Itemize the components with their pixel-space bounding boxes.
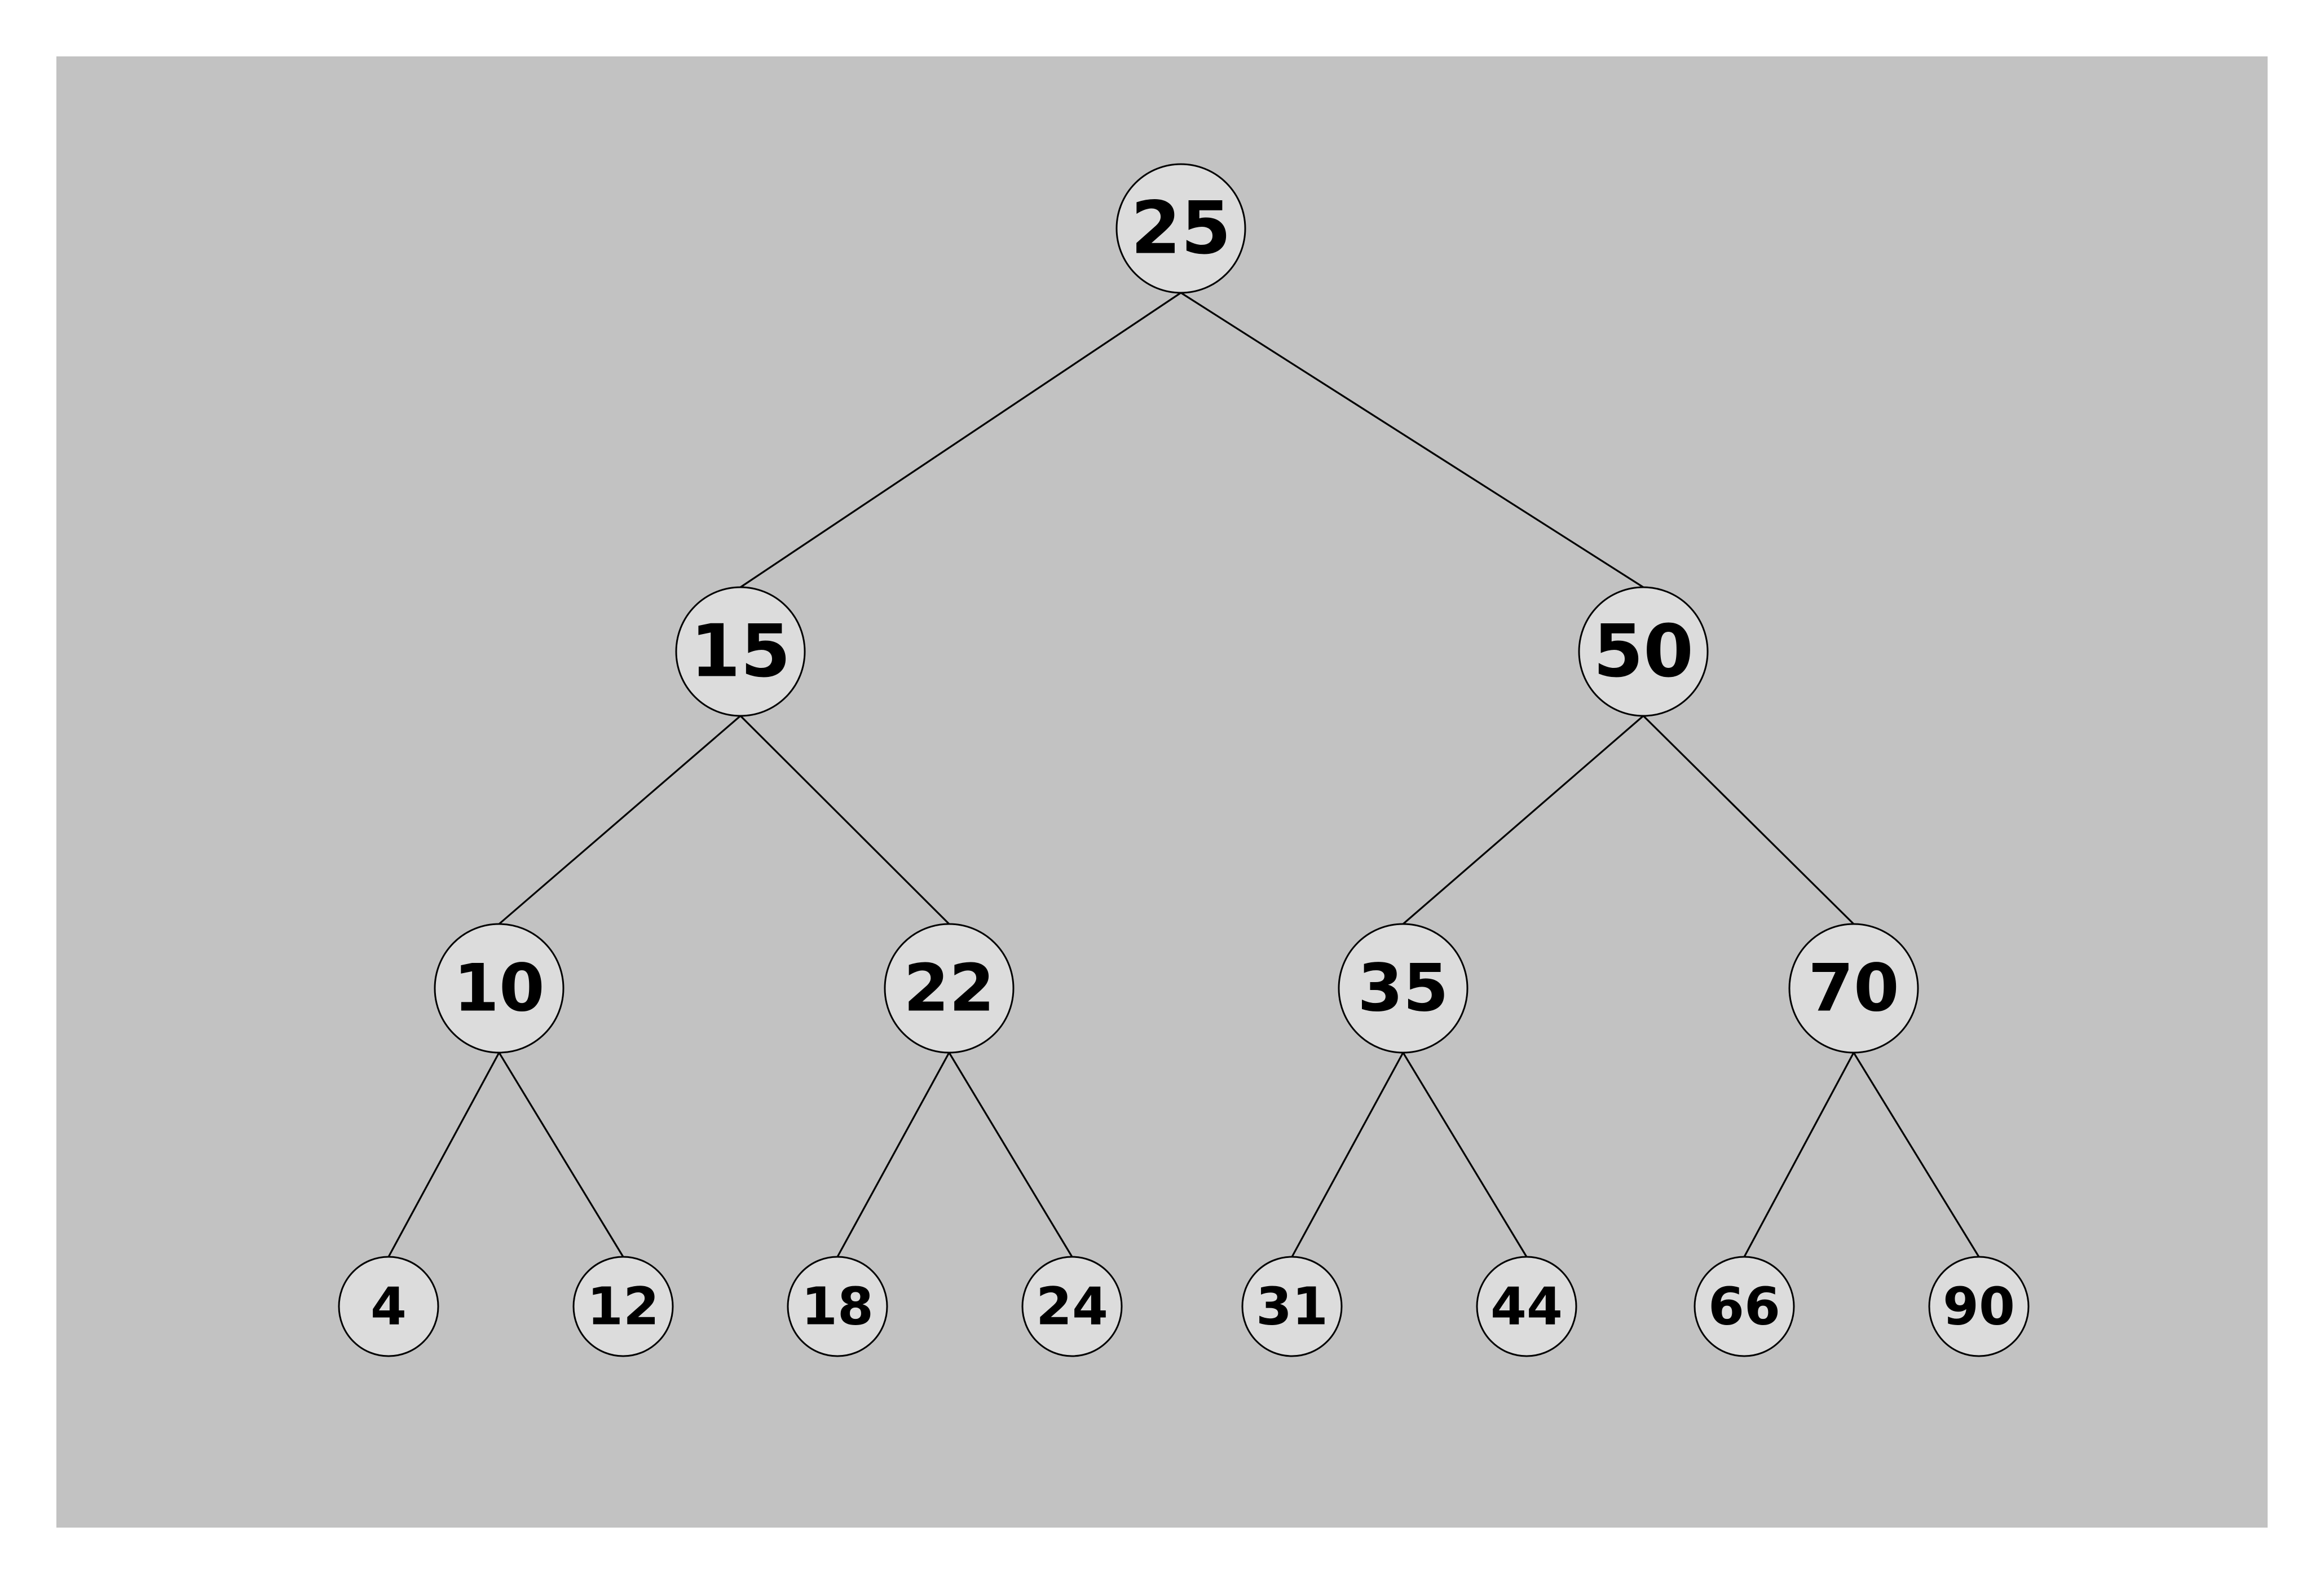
tree-node-90: 90 (1928, 1256, 2030, 1357)
node-label-31: 31 (1256, 1277, 1328, 1337)
edge-35-31 (1291, 1052, 1404, 1257)
edge-10-12 (498, 1052, 624, 1257)
node-circle-18 (787, 1256, 888, 1357)
node-circle-15 (675, 586, 806, 717)
node-label-70: 70 (1808, 951, 1899, 1027)
edge-22-18 (836, 1052, 950, 1257)
node-circle-90 (1928, 1256, 2030, 1357)
tree-edges (387, 292, 1980, 1257)
node-circle-70 (1788, 923, 1919, 1054)
node-circle-22 (884, 923, 1015, 1054)
tree-node-25: 25 (1115, 163, 1246, 294)
tree-node-4: 4 (338, 1256, 439, 1357)
node-circle-50 (1578, 586, 1709, 717)
edge-15-22 (739, 715, 950, 925)
tree-nodes: 25 15 50 10 22 35 70 4 12 18 24 31 44 66 90 (338, 163, 2030, 1357)
edge-50-35 (1402, 715, 1644, 925)
node-circle-12 (572, 1256, 674, 1357)
node-label-12: 12 (587, 1277, 659, 1337)
tree-node-22: 22 (884, 923, 1015, 1054)
node-circle-35 (1338, 923, 1469, 1054)
node-label-90: 90 (1943, 1277, 2015, 1337)
node-label-18: 18 (801, 1277, 874, 1337)
tree-node-66: 66 (1694, 1256, 1795, 1357)
edge-15-10 (498, 715, 742, 925)
edge-22-24 (948, 1052, 1073, 1257)
edge-25-15 (740, 292, 1181, 588)
edge-25-50 (1180, 292, 1644, 588)
tree-node-31: 31 (1241, 1256, 1343, 1357)
node-circle-4 (338, 1256, 439, 1357)
tree-node-12: 12 (572, 1256, 674, 1357)
node-circle-44 (1476, 1256, 1577, 1357)
node-label-66: 66 (1708, 1277, 1780, 1337)
edge-35-44 (1402, 1052, 1528, 1257)
node-circle-31 (1241, 1256, 1343, 1357)
tree-node-18: 18 (787, 1256, 888, 1357)
tree-node-50: 50 (1578, 586, 1709, 717)
edge-70-66 (1743, 1052, 1855, 1257)
node-circle-25 (1115, 163, 1246, 294)
tree-node-70: 70 (1788, 923, 1919, 1054)
node-label-22: 22 (903, 951, 994, 1027)
edge-70-90 (1853, 1052, 1980, 1257)
node-label-4: 4 (371, 1277, 407, 1337)
node-label-10: 10 (453, 951, 544, 1027)
node-label-24: 24 (1036, 1277, 1108, 1337)
tree-node-44: 44 (1476, 1256, 1577, 1357)
edge-50-70 (1642, 715, 1855, 925)
node-label-15: 15 (690, 610, 791, 694)
tree-node-24: 24 (1021, 1256, 1123, 1357)
node-circle-24 (1021, 1256, 1123, 1357)
node-label-44: 44 (1490, 1277, 1563, 1337)
node-label-35: 35 (1357, 951, 1448, 1027)
tree-node-35: 35 (1338, 923, 1469, 1054)
tree-node-10: 10 (434, 923, 565, 1054)
node-label-25: 25 (1131, 187, 1231, 271)
edge-10-4 (387, 1052, 500, 1257)
tree-node-15: 15 (675, 586, 806, 717)
node-label-50: 50 (1593, 610, 1694, 694)
node-circle-10 (434, 923, 565, 1054)
node-circle-66 (1694, 1256, 1795, 1357)
